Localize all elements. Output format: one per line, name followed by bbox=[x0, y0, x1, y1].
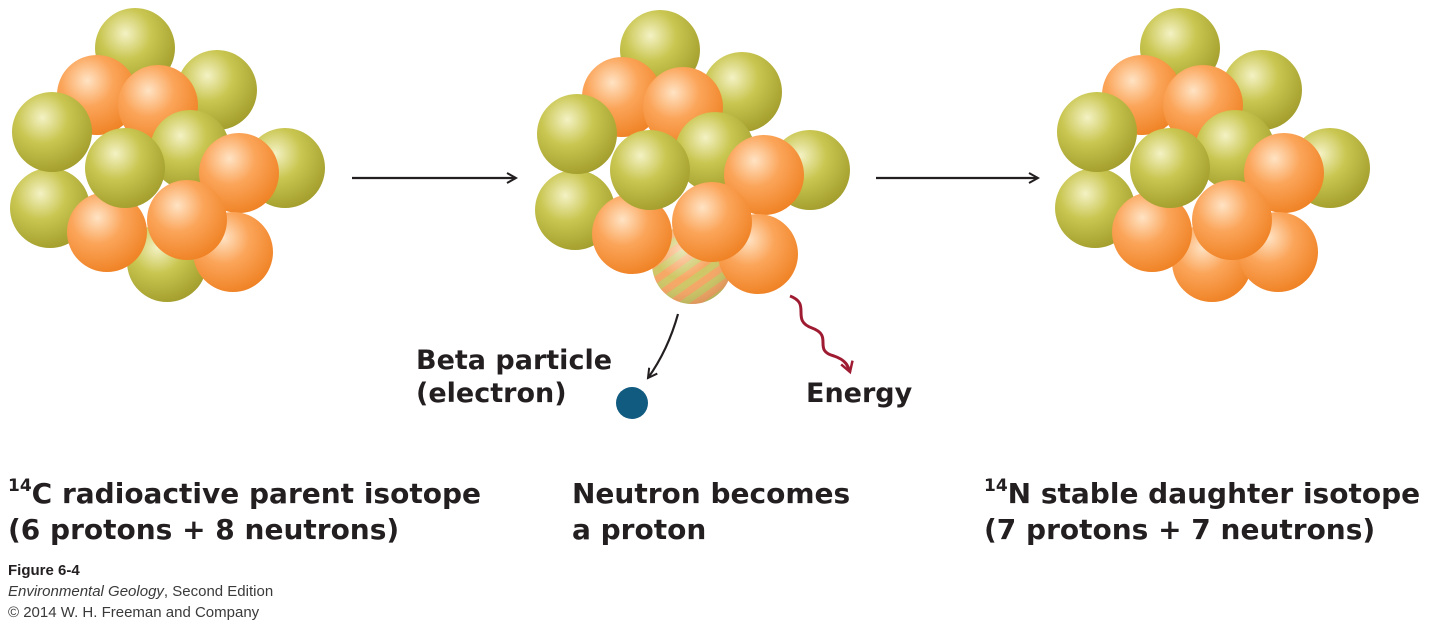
book-title-line: Environmental Geology, Second Edition bbox=[8, 581, 273, 602]
beta-particle-label: Beta particle (electron) bbox=[416, 344, 612, 410]
copyright-line: © 2014 W. H. Freeman and Company bbox=[8, 604, 260, 621]
figure-number: Figure 6-4 bbox=[8, 562, 80, 579]
daughter-isotope-name: N stable daughter isotope bbox=[1007, 477, 1421, 510]
neutron-ball bbox=[610, 130, 690, 210]
daughter-isotope-line2: (7 protons + 7 neutrons) bbox=[984, 513, 1376, 546]
proton-ball bbox=[1244, 133, 1324, 213]
parent-isotope-name: C radioactive parent isotope bbox=[31, 477, 481, 510]
electron-arrow-icon bbox=[648, 313, 680, 378]
book-title: Environmental Geology bbox=[8, 583, 164, 600]
parent-mass-number: 14 bbox=[8, 476, 32, 496]
neutron-ball bbox=[12, 92, 92, 172]
proton-ball bbox=[672, 182, 752, 262]
beta-particle-line2: (electron) bbox=[416, 378, 567, 409]
daughter-isotope-label: 14N stable daughter isotope (7 protons +… bbox=[984, 476, 1420, 548]
nitrogen-14-nucleus bbox=[1055, 8, 1370, 302]
proton-ball bbox=[1112, 192, 1192, 272]
daughter-mass-number: 14 bbox=[984, 476, 1008, 496]
proton-ball bbox=[199, 133, 279, 213]
electron-dot-icon bbox=[616, 387, 648, 419]
neutron-ball bbox=[537, 94, 617, 174]
decay-step-line1: Neutron becomes bbox=[572, 477, 851, 510]
proton-ball bbox=[67, 192, 147, 272]
daughter-isotope-line1: 14N stable daughter isotope bbox=[984, 476, 1420, 512]
parent-isotope-line1: 14C radioactive parent isotope bbox=[8, 476, 481, 512]
neutron-ball bbox=[85, 128, 165, 208]
figure-credit: Figure 6-4 Environmental Geology, Second… bbox=[8, 560, 273, 623]
proton-ball bbox=[147, 180, 227, 260]
decay-step-line2: a proton bbox=[572, 513, 707, 546]
decaying-nucleus bbox=[535, 10, 850, 304]
decay-step-label: Neutron becomes a proton bbox=[572, 476, 850, 548]
neutron-ball bbox=[1057, 92, 1137, 172]
book-edition: , Second Edition bbox=[163, 583, 274, 600]
proton-ball bbox=[1192, 180, 1272, 260]
beta-particle-line1: Beta particle bbox=[416, 345, 613, 376]
proton-ball bbox=[592, 194, 672, 274]
energy-wavy-arrow-icon bbox=[789, 294, 850, 372]
parent-isotope-line2: (6 protons + 8 neutrons) bbox=[8, 513, 400, 546]
proton-ball bbox=[724, 135, 804, 215]
energy-label: Energy bbox=[806, 378, 913, 409]
parent-isotope-label: 14C radioactive parent isotope (6 proton… bbox=[8, 476, 481, 548]
neutron-ball bbox=[1130, 128, 1210, 208]
carbon-14-nucleus bbox=[10, 8, 325, 302]
